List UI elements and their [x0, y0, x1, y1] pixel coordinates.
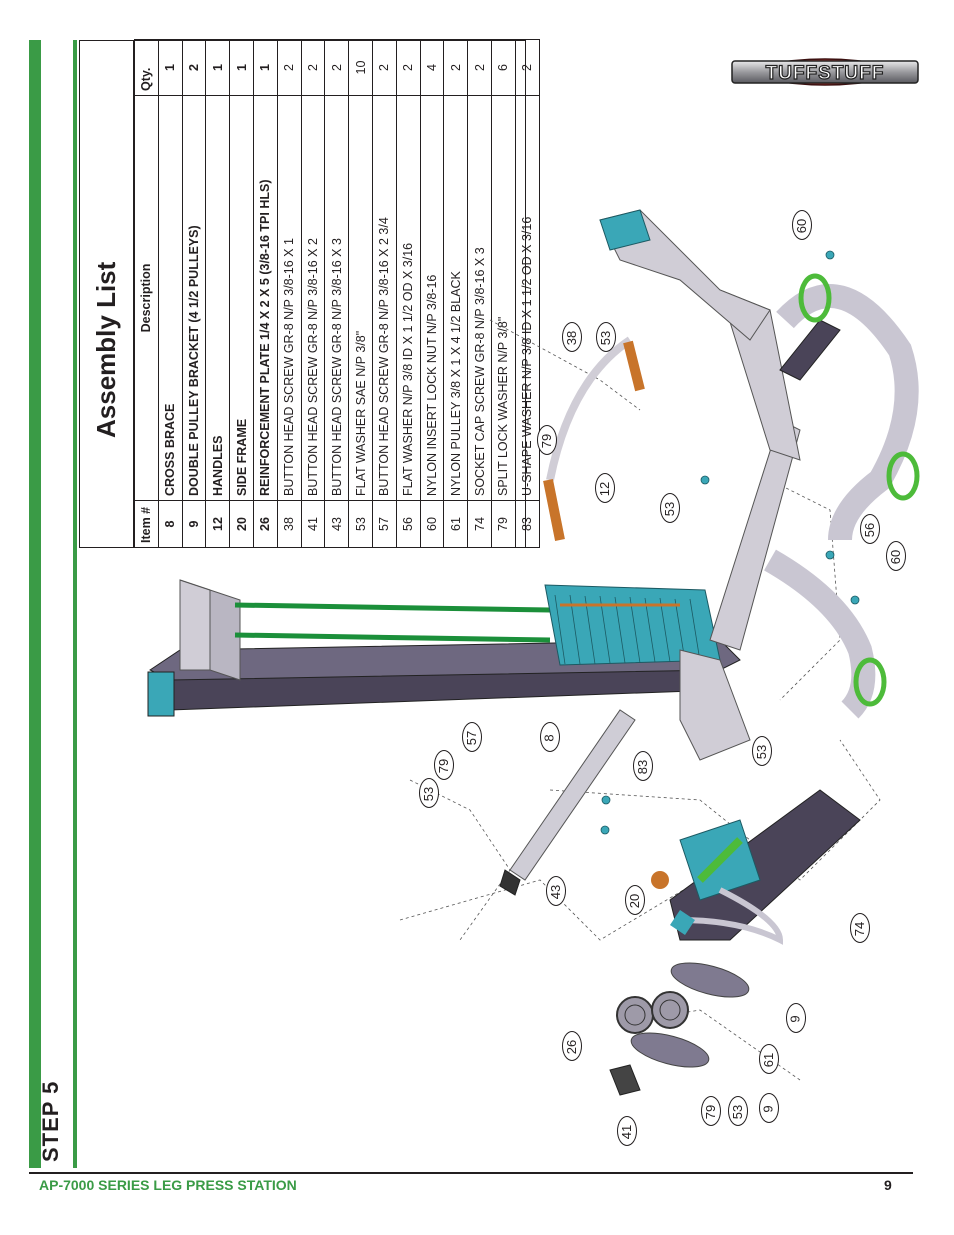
- callout-57: 57: [462, 722, 482, 752]
- callout-74: 74: [850, 913, 870, 943]
- callout-26: 26: [562, 1031, 582, 1061]
- callout-53: 53: [728, 1096, 748, 1126]
- diagram-svg: [147, 209, 920, 1096]
- callout-79: 79: [701, 1096, 721, 1126]
- cell-qty: 6: [491, 39, 516, 96]
- cell-qty: 2: [467, 39, 492, 96]
- callout-53: 53: [419, 778, 439, 808]
- cell-qty: 10: [348, 39, 373, 96]
- callout-41: 41: [617, 1116, 637, 1146]
- callout-20: 20: [625, 885, 645, 915]
- tuffstuff-logo: TUFFSTUFF: [728, 52, 922, 92]
- callout-38: 38: [562, 322, 582, 352]
- left-accent-line: [73, 40, 77, 1168]
- callout-60: 60: [792, 210, 812, 240]
- callout-9: 9: [759, 1093, 779, 1123]
- cell-qty: 2: [443, 39, 468, 96]
- left-accent-bar: [29, 40, 41, 1168]
- cell-qty: 1: [229, 39, 254, 96]
- cell-qty: 1: [253, 39, 278, 96]
- callout-56: 56: [860, 514, 880, 544]
- cell-qty: 1: [158, 39, 183, 96]
- cell-qty: 2: [515, 39, 540, 96]
- cell-qty: 1: [205, 39, 230, 96]
- callout-53: 53: [752, 736, 772, 766]
- callout-8: 8: [540, 722, 560, 752]
- page-number: 9: [884, 1177, 892, 1193]
- cell-qty: 2: [324, 39, 349, 96]
- cell-qty: 4: [420, 39, 444, 96]
- assembly-diagram: [80, 180, 920, 1175]
- logo-graphic: TUFFSTUFF: [731, 58, 919, 86]
- callout-79: 79: [434, 750, 454, 780]
- callout-43: 43: [546, 876, 566, 906]
- cell-qty: 2: [182, 39, 206, 96]
- callout-12: 12: [595, 473, 615, 503]
- cell-qty: 2: [277, 39, 302, 96]
- callout-83: 83: [633, 751, 653, 781]
- callout-79: 79: [537, 425, 557, 455]
- footer-title: AP-7000 SERIES LEG PRESS STATION: [39, 1177, 297, 1193]
- logo-text: TUFFSTUFF: [766, 63, 885, 84]
- callout-60: 60: [886, 541, 906, 571]
- callout-53: 53: [596, 322, 616, 352]
- header-qty: Qty.: [134, 39, 159, 96]
- footer-divider: [29, 1172, 913, 1174]
- callout-53: 53: [660, 493, 680, 523]
- cell-qty: 2: [396, 39, 421, 96]
- step-label: STEP 5: [38, 1080, 63, 1162]
- cell-qty: 2: [301, 39, 325, 96]
- cell-qty: 2: [372, 39, 397, 96]
- callout-9: 9: [786, 1003, 806, 1033]
- callout-61: 61: [759, 1044, 779, 1074]
